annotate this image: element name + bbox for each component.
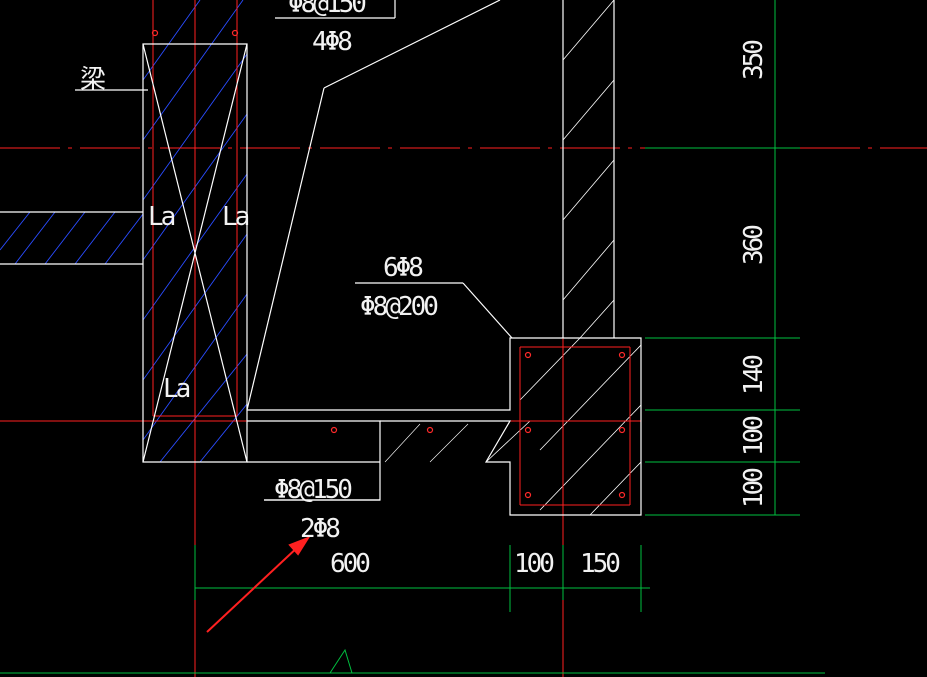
bottom-rebar-count-label: 2Φ8 <box>300 514 339 544</box>
dim-100-vertical-1: 100 <box>739 417 769 456</box>
dim-100-vertical-2: 100 <box>739 469 769 508</box>
bottom-slab-hatch <box>379 421 380 462</box>
wall-hatch <box>563 0 614 338</box>
beam-label: 梁 <box>80 65 106 95</box>
outlines <box>0 0 642 516</box>
box-hatch <box>486 338 641 515</box>
dim-600: 600 <box>330 549 369 579</box>
dim-350: 350 <box>739 41 769 80</box>
la-label-left: La <box>148 202 175 232</box>
beam-hatch <box>0 212 143 264</box>
dim-100-horizontal: 100 <box>514 549 553 579</box>
rebar-dots <box>151 29 626 499</box>
la-label-right: La <box>222 202 249 232</box>
dim-150: 150 <box>580 549 619 579</box>
column-longitudinal-label: 6Φ8 <box>383 253 422 283</box>
top-rebar-count-label: 4Φ8 <box>312 27 351 57</box>
dimension-lines <box>0 0 825 674</box>
top-rebar-spacing-label: Φ8@150 <box>288 0 365 19</box>
column-stirrup-label: Φ8@200 <box>360 292 437 322</box>
bottom-rebar-spacing-label: Φ8@150 <box>274 475 351 505</box>
dim-140: 140 <box>739 356 769 395</box>
bottom-slab-tail-hatch <box>384 423 469 463</box>
dim-360: 360 <box>739 226 769 265</box>
red-arrow <box>206 535 311 633</box>
la-label-bottom: La <box>163 374 190 404</box>
